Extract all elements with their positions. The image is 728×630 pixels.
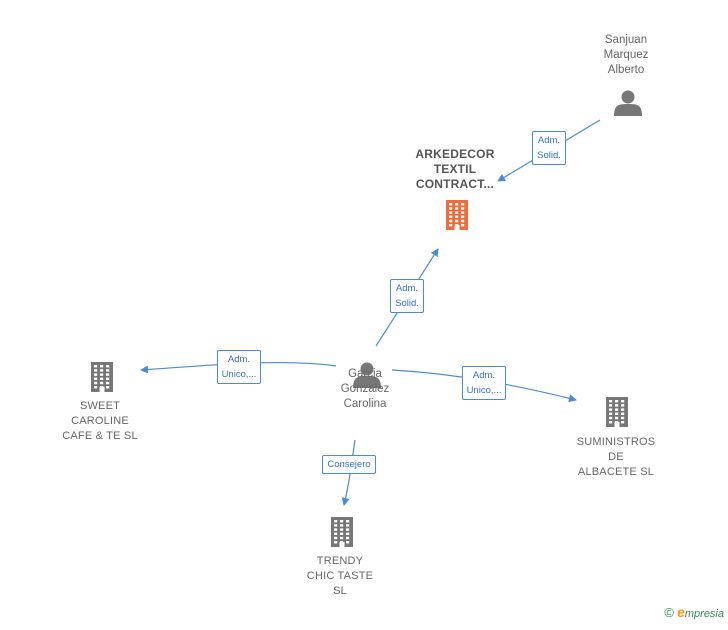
node-label-line: Marquez <box>603 49 649 61</box>
node-label-line: Sanjuan <box>604 34 648 46</box>
edge-label-line: Unico,... <box>221 369 257 380</box>
garcia-person-icon[interactable] <box>353 362 381 389</box>
trendy-building-icon[interactable] <box>331 517 353 547</box>
edge-label-line: Solid. <box>395 298 419 309</box>
edge-label-line: Adm. <box>472 370 496 381</box>
sweet-building-icon[interactable] <box>91 362 113 392</box>
node-label-line: Gonzalez <box>340 383 390 395</box>
edge-label-garcia-sweet[interactable]: Adm. Unico,... <box>216 350 262 384</box>
edge-label-line: Adm. <box>395 283 419 294</box>
arkedecor-building-icon[interactable] <box>446 200 468 230</box>
node-label-suministros[interactable]: SUMINISTROS DE ALBACETE SL <box>561 435 671 480</box>
node-label-line: Garcia <box>348 368 382 380</box>
node-label-line: TEXTIL <box>433 162 477 176</box>
node-label-line: SL <box>333 585 347 597</box>
edge-label-garcia-trendy[interactable]: Consejero <box>322 454 376 474</box>
node-label-line: DE <box>608 451 624 463</box>
node-label-line: TRENDY <box>316 555 364 567</box>
sanjuan-person-icon[interactable] <box>614 90 642 117</box>
brand-initial: e <box>677 604 685 620</box>
edge-label-garcia-arkedecor[interactable]: Adm. Solid. <box>390 279 424 313</box>
node-label-line: CHIC TASTE <box>306 570 374 582</box>
node-label-line: SWEET <box>79 400 121 412</box>
edge-label-line: Adm. <box>227 354 251 365</box>
copyright-icon: © <box>664 605 675 620</box>
edge-label-line: Consejero <box>327 458 371 470</box>
edge-label-line: Solid. <box>537 150 561 161</box>
node-label-line: SUMINISTROS <box>576 436 656 448</box>
node-label-line: Carolina <box>343 398 387 410</box>
edge-label-line: Adm. <box>537 135 561 146</box>
node-label-line: CAFE & TE SL <box>62 430 138 442</box>
suministros-building-icon[interactable] <box>606 397 628 427</box>
edge-label-sanjuan-arkedecor[interactable]: Adm. Solid. <box>532 131 566 165</box>
node-label-trendy[interactable]: TRENDY CHIC TASTE SL <box>285 554 395 599</box>
edge-label-garcia-suministros[interactable]: Adm. Unico,... <box>461 366 507 400</box>
node-label-line: Alberto <box>607 64 645 76</box>
brand-name: mpresia <box>684 608 724 620</box>
node-label-line: ALBACETE SL <box>577 466 655 478</box>
empresia-brand: © empresia <box>664 604 724 620</box>
node-label-line: CONTRACT... <box>415 177 495 191</box>
node-label-line: CAROLINE <box>71 415 129 427</box>
edge-label-line: Unico,... <box>466 385 502 396</box>
node-label-sweet[interactable]: SWEET CAROLINE CAFE & TE SL <box>45 399 155 444</box>
node-label-line: ARKEDECOR <box>415 147 495 161</box>
